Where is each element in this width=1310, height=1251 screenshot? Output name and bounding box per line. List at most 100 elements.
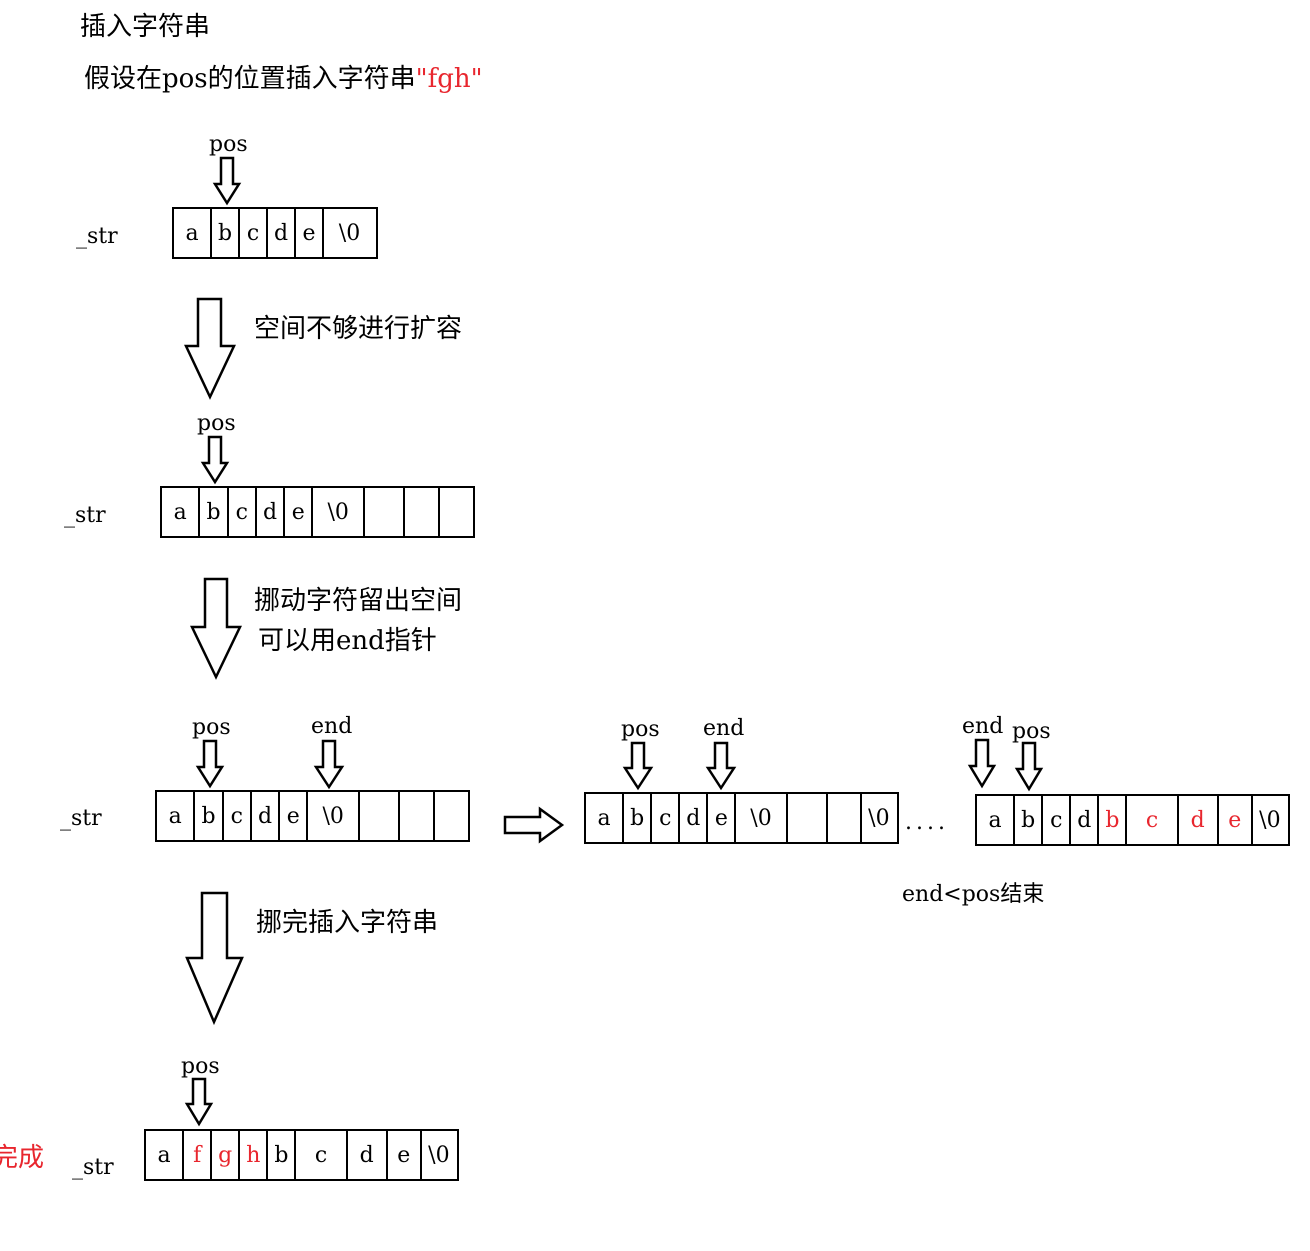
row2-cell-1: b (200, 488, 229, 536)
row3c-cell-4: b (1099, 796, 1128, 844)
row3-cell-1-char: b (201, 803, 216, 829)
row3-cell-0: a (157, 792, 196, 840)
row3-cell-5-char: \0 (322, 803, 344, 829)
big-arrow-3 (185, 891, 244, 1026)
row2-cell-4-char: e (291, 499, 305, 525)
pos-label-3: pos (192, 715, 231, 740)
row1-cell-1: b (212, 209, 240, 257)
row3b-cell-1-char: b (630, 805, 645, 831)
step-move-2: 可以用end指针 (258, 626, 437, 656)
row2-cell-0-char: a (173, 499, 187, 525)
step-expand: 空间不够进行扩容 (254, 314, 463, 344)
row2-cell-3: d (257, 488, 286, 536)
row2-cell-2-char: c (235, 499, 248, 525)
pointer-end-3 (313, 739, 345, 790)
pos-label-1: pos (209, 132, 248, 157)
row4-cell-6: d (348, 1131, 388, 1179)
pointer-pos-3c (1014, 741, 1044, 792)
step-move-1: 挪动字符留出空间 (254, 586, 463, 616)
pos-label-4: pos (181, 1054, 220, 1079)
row3b-cell-3-char: d (686, 805, 701, 831)
page-title: 插入字符串 (80, 12, 211, 42)
row3c-cell-5: c (1127, 796, 1179, 844)
pointer-pos-1 (212, 156, 242, 206)
row2-cell-6 (365, 488, 406, 536)
row3b-cell-8: \0 (862, 794, 896, 842)
str-label-1: _str (76, 224, 118, 249)
row3b-cell-4: e (708, 794, 737, 842)
row4-cell-0-char: a (157, 1142, 171, 1168)
row3c-cell-0-char: a (988, 807, 1002, 833)
row3c-cell-4-char: b (1105, 807, 1120, 833)
row3-cell-6 (360, 792, 401, 840)
row1-cell-4-char: e (302, 220, 316, 246)
row3b-cell-1: b (624, 794, 653, 842)
row2-cell-7 (405, 488, 440, 536)
row4-cell-4-char: b (274, 1142, 289, 1168)
row4-cell-0: a (146, 1131, 185, 1179)
row1-cell-0: a (174, 209, 212, 257)
end-label-3b: end (703, 716, 745, 741)
row1-cell-2: c (240, 209, 268, 257)
row4-cell-2: g (212, 1131, 241, 1179)
row3-cell-4-char: e (286, 803, 300, 829)
row3c-cell-0: a (977, 796, 1016, 844)
row3-cell-3-char: d (257, 803, 273, 829)
row3b-cell-7 (828, 794, 862, 842)
row1-cell-0-char: a (185, 220, 199, 246)
row1-cell-3: d (268, 209, 296, 257)
row4-cell-7: e (388, 1131, 422, 1179)
subtitle-prefix: 假设在pos的位置插入字符串 (84, 64, 416, 94)
step-insert: 挪完插入字符串 (256, 908, 439, 938)
row3b-cell-0: a (586, 794, 625, 842)
pos-label-3b: pos (621, 717, 660, 742)
pointer-end-3c (967, 738, 997, 789)
row3b-cell-5: \0 (736, 794, 788, 842)
row3c-cell-7: e (1219, 796, 1253, 844)
row2-cell-3-char: d (262, 499, 278, 525)
pointer-pos-2 (200, 435, 230, 485)
row3b-cell-2-char: c (659, 805, 672, 831)
row1-cell-4: e (296, 209, 324, 257)
row3-cell-0-char: a (168, 803, 182, 829)
row3c-cell-1: b (1015, 796, 1044, 844)
pos-label-3c: pos (1012, 719, 1051, 744)
big-arrow-2 (190, 577, 242, 680)
row4-cell-6-char: d (359, 1142, 374, 1168)
ellipsis: .... (905, 810, 949, 835)
row4-cell-8-char: \0 (428, 1142, 450, 1168)
big-arrow-1 (184, 297, 236, 400)
row3c-cell-6: d (1179, 796, 1219, 844)
row3c-cell-2: c (1043, 796, 1072, 844)
row3b-cell-8-char: \0 (868, 805, 890, 831)
row4-cell-3: h (240, 1131, 269, 1179)
row3c-cell-3-char: d (1077, 807, 1092, 833)
subtitle: 假设在pos的位置插入字符串"fgh" (84, 66, 483, 92)
row4-cell-7-char: e (397, 1142, 411, 1168)
row4-cell-4: b (268, 1131, 297, 1179)
row3-cell-2-char: c (230, 803, 243, 829)
row2-cell-1-char: b (206, 499, 221, 525)
row1-cell-5: \0 (324, 209, 375, 257)
row3b-cell-0-char: a (597, 805, 611, 831)
row3-cell-7 (400, 792, 435, 840)
pointer-end-3b (705, 741, 737, 791)
end-label-3: end (311, 714, 353, 739)
row4-cell-8: \0 (422, 1131, 456, 1179)
row3c-cell-8-char: \0 (1259, 807, 1281, 833)
row3c-cell-5-char: c (1145, 807, 1159, 833)
pointer-pos-3 (195, 739, 225, 789)
row4-cell-1: f (184, 1131, 213, 1179)
row2-cell-5: \0 (313, 488, 365, 536)
row3-cell-2: c (224, 792, 252, 840)
row4-cell-5: c (296, 1131, 348, 1179)
row3b-cell-6 (788, 794, 828, 842)
end-condition: end<pos结束 (902, 882, 1045, 907)
